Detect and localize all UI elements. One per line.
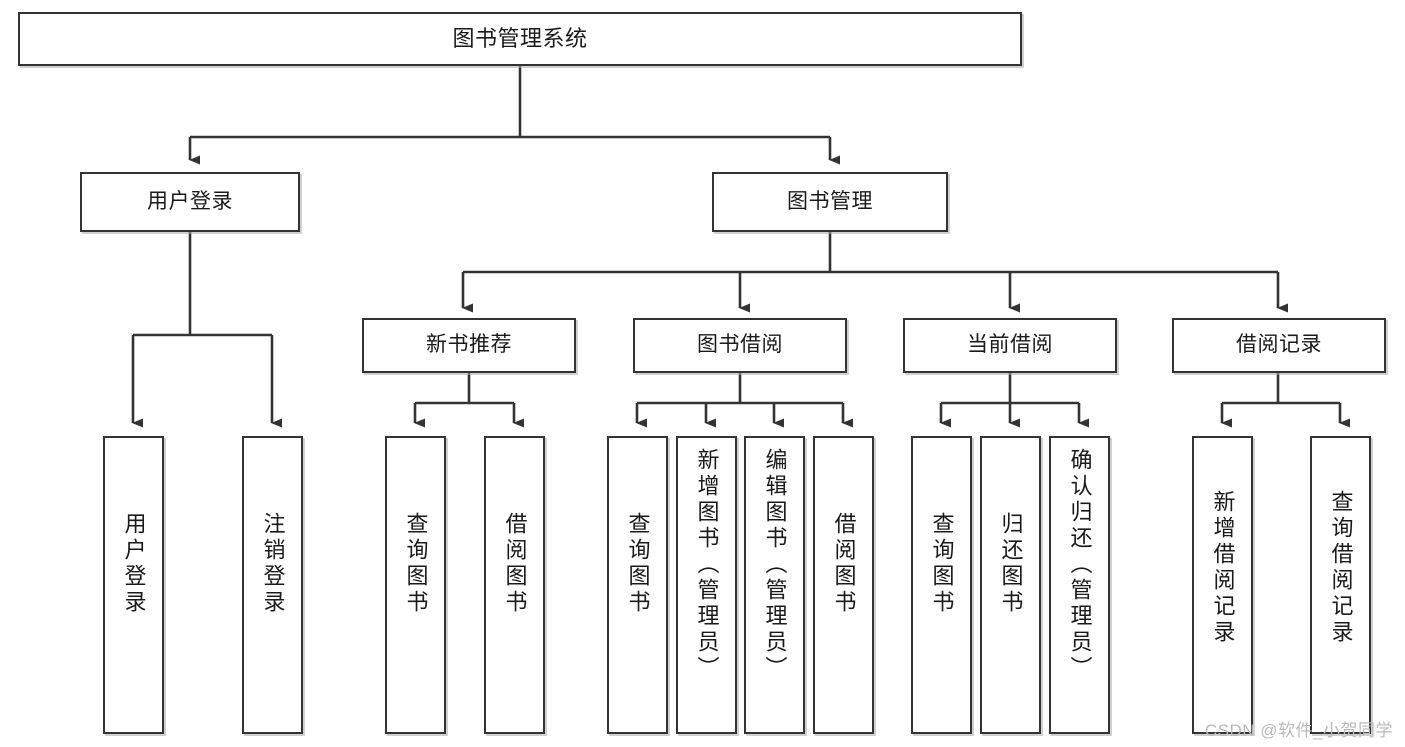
leaf-current-borrow-return-books[interactable]: 归还图书 bbox=[980, 436, 1041, 734]
node-book-management[interactable]: 图书管理 bbox=[712, 172, 948, 232]
node-label: 新增借阅记录 bbox=[1210, 490, 1236, 646]
node-borrow-record[interactable]: 借阅记录 bbox=[1172, 318, 1386, 373]
watermark: CSDN @软件_小贺同学 bbox=[1204, 721, 1393, 740]
leaf-book-borrow-add-book-admin[interactable]: 新增图书（管理员） bbox=[676, 436, 737, 734]
leaf-book-borrow-query-books[interactable]: 查询图书 bbox=[607, 436, 668, 734]
node-label: 用户登录 bbox=[121, 512, 147, 616]
node-label: 借阅记录 bbox=[1236, 333, 1322, 357]
leaf-book-borrow-borrow-books[interactable]: 借阅图书 bbox=[813, 436, 874, 734]
leaf-current-borrow-query-books[interactable]: 查询图书 bbox=[911, 436, 972, 734]
node-label: 查询图书 bbox=[625, 512, 651, 616]
node-label: 图书管理 bbox=[787, 189, 873, 213]
node-label: 当前借阅 bbox=[967, 333, 1053, 357]
node-label: 查询借阅记录 bbox=[1328, 490, 1354, 646]
node-label: 新增图书（管理员） bbox=[694, 448, 720, 682]
node-label: 借阅图书 bbox=[831, 512, 857, 616]
node-new-book-recommendation[interactable]: 新书推荐 bbox=[362, 318, 576, 373]
leaf-new-book-query-books[interactable]: 查询图书 bbox=[385, 436, 446, 734]
leaf-new-book-borrow-books[interactable]: 借阅图书 bbox=[484, 436, 545, 734]
node-book-borrow[interactable]: 图书借阅 bbox=[633, 318, 847, 373]
node-root-book-management-system[interactable]: 图书管理系统 bbox=[18, 12, 1022, 66]
node-label: 查询图书 bbox=[929, 512, 955, 616]
node-label: 查询图书 bbox=[403, 512, 429, 616]
node-label: 图书管理系统 bbox=[452, 26, 588, 52]
node-label: 注销登录 bbox=[260, 512, 286, 616]
node-label: 借阅图书 bbox=[502, 512, 528, 616]
node-label: 归还图书 bbox=[998, 512, 1024, 616]
leaf-user-login-logout[interactable]: 注销登录 bbox=[242, 436, 303, 734]
node-current-borrow[interactable]: 当前借阅 bbox=[903, 318, 1117, 373]
node-label: 图书借阅 bbox=[697, 333, 783, 357]
leaf-user-login-login[interactable]: 用户登录 bbox=[103, 436, 164, 734]
node-label: 新书推荐 bbox=[426, 333, 512, 357]
leaf-current-borrow-confirm-return-admin[interactable]: 确认归还（管理员） bbox=[1049, 436, 1110, 734]
node-user-login[interactable]: 用户登录 bbox=[80, 172, 300, 232]
node-label: 确认归还（管理员） bbox=[1067, 448, 1093, 682]
node-label: 编辑图书（管理员） bbox=[762, 448, 788, 682]
leaf-borrow-record-add-record[interactable]: 新增借阅记录 bbox=[1192, 436, 1253, 734]
leaf-book-borrow-edit-book-admin[interactable]: 编辑图书（管理员） bbox=[744, 436, 805, 734]
node-label: 用户登录 bbox=[147, 189, 233, 213]
leaf-borrow-record-query-record[interactable]: 查询借阅记录 bbox=[1310, 436, 1371, 734]
